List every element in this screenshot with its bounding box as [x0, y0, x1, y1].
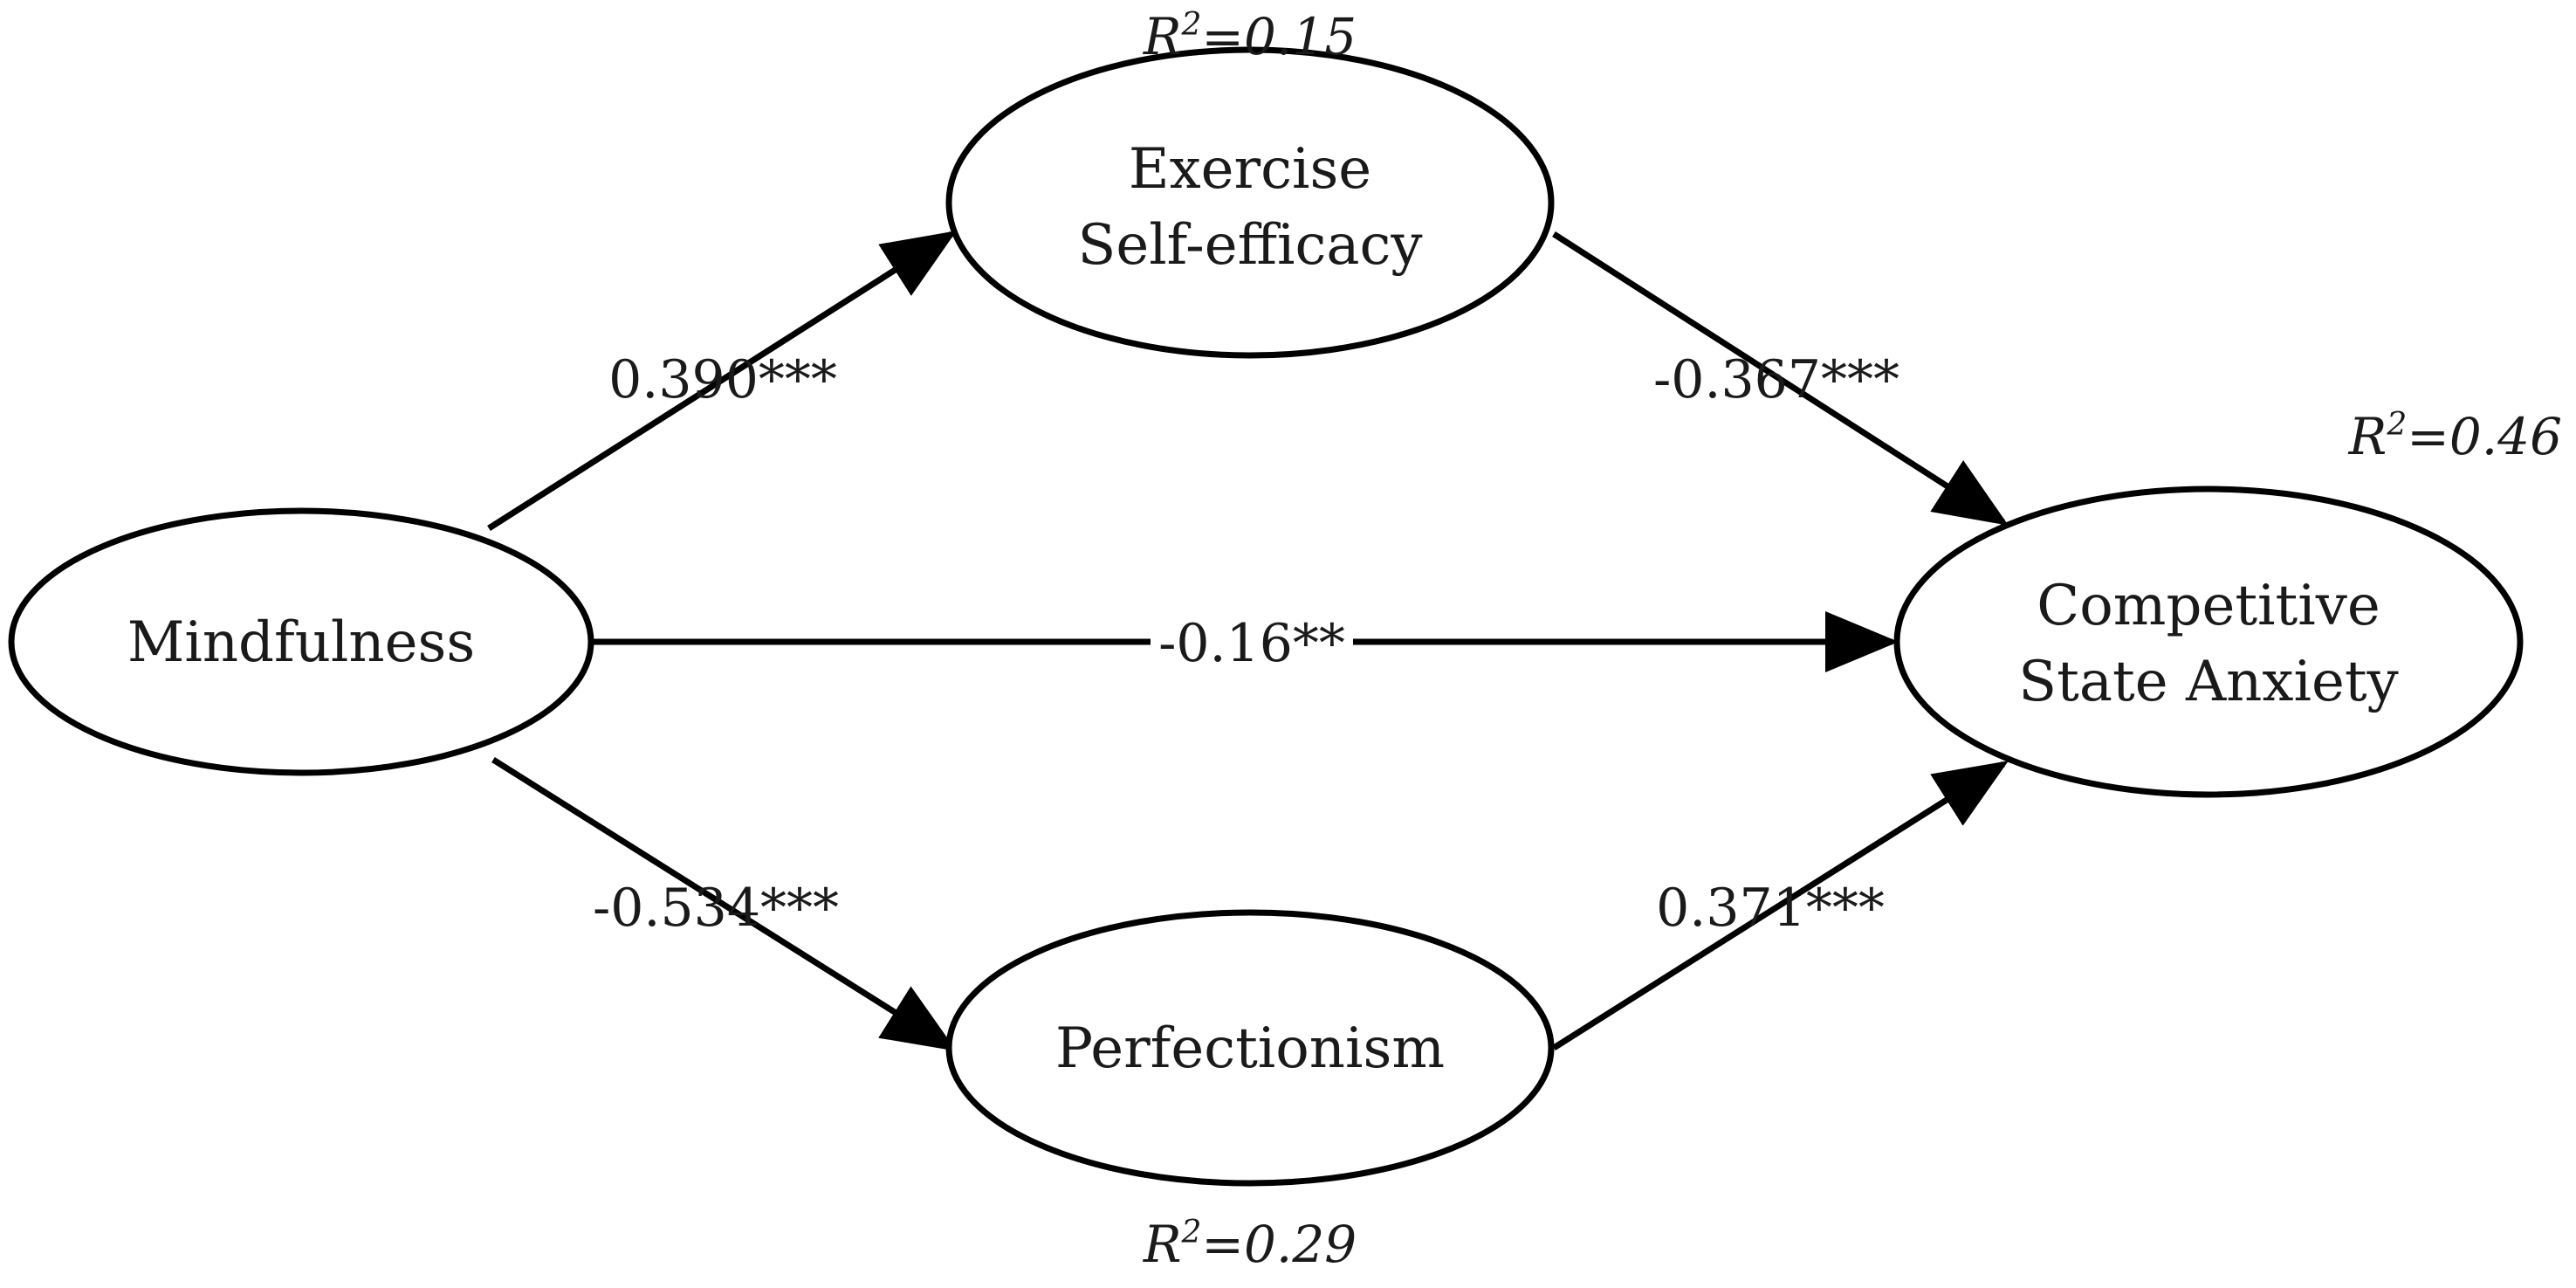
node-perfectionism-label: Perfectionism	[1055, 1016, 1445, 1081]
path-label-mindfulness-anxiety: -0.16**	[1158, 613, 1345, 674]
r-squared-self-efficacy: R2=0.15	[1143, 7, 1357, 66]
r-squared-perfectionism: R2=0.29	[1143, 1215, 1357, 1274]
node-self-efficacy: Exercise Self-efficacy	[945, 46, 1555, 359]
node-mindfulness-ellipse	[8, 507, 594, 776]
node-anxiety-label-line1: Competitive	[2037, 574, 2380, 638]
node-anxiety-label-line2: State Anxiety	[2018, 650, 2398, 714]
path-label-mindfulness-perfectionism: -0.534***	[593, 878, 839, 939]
edge-mindfulness-to-self-efficacy	[487, 231, 957, 531]
path-labels: 0.390*** -0.367*** -0.16** -0.534*** 0.3…	[593, 349, 1899, 939]
r-squared-value: =0.15	[1201, 7, 1357, 66]
node-mindfulness-label: Mindfulness	[127, 610, 475, 675]
node-anxiety-ellipse	[1893, 486, 2524, 798]
node-perfectionism: Perfectionism	[945, 909, 1555, 1187]
edge-perfectionism-to-anxiety	[1552, 761, 2009, 1050]
r-squared-anxiety: R2=0.46	[2348, 407, 2562, 466]
edge-mindfulness-to-perfectionism	[491, 757, 957, 1051]
r-squared-exponent: 2	[2386, 407, 2407, 443]
node-perfectionism-ellipse	[945, 909, 1555, 1187]
path-label-self-efficacy-anxiety: -0.367***	[1653, 349, 1899, 410]
r-squared-exponent: 2	[1181, 7, 1202, 43]
r-squared-symbol: R	[1143, 7, 1182, 66]
r-squared-value: =0.29	[1201, 1215, 1357, 1274]
edge-self-efficacy-to-anxiety	[1552, 231, 2009, 526]
r-squared-value: =0.46	[2407, 407, 2562, 466]
node-self-efficacy-label-line2: Self-efficacy	[1077, 213, 1422, 278]
node-self-efficacy-label-line1: Exercise	[1129, 137, 1371, 202]
path-label-mindfulness-self-efficacy: 0.390***	[608, 349, 837, 410]
node-mindfulness: Mindfulness	[8, 507, 594, 776]
node-self-efficacy-ellipse	[945, 46, 1555, 359]
path-label-perfectionism-anxiety: 0.371***	[1656, 878, 1885, 939]
r-squared-symbol: R	[1143, 1215, 1182, 1274]
node-anxiety: Competitive State Anxiety	[1893, 486, 2524, 798]
path-label-background	[1151, 603, 1353, 672]
r-squared-symbol: R	[2348, 407, 2387, 466]
r-squared-exponent: 2	[1181, 1215, 1202, 1250]
